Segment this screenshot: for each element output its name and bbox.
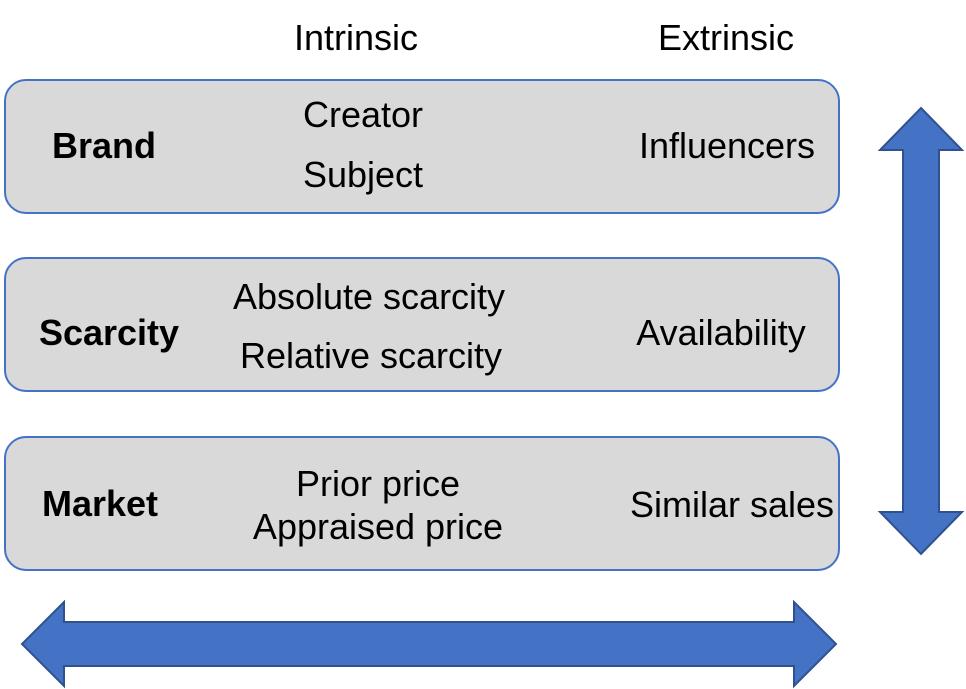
intrinsic-factor-prior-price: Prior price (295, 463, 461, 504)
intrinsic-factor-appraised-price: Appraised price (252, 506, 504, 547)
extrinsic-factor-similar-sales: Similar sales (629, 484, 835, 525)
row-label-scarcity: Scarcity (38, 312, 180, 353)
intrinsic-factor-creator: Creator (302, 94, 424, 135)
row-box-market: Market Prior price Appraised price Simil… (4, 436, 840, 571)
extrinsic-factor-influencers: Influencers (638, 125, 816, 166)
column-header-extrinsic: Extrinsic (657, 17, 795, 58)
horizontal-double-arrow-icon (20, 599, 838, 689)
intrinsic-factor-absolute-scarcity: Absolute scarcity (232, 276, 506, 317)
row-box-brand: Brand Creator Subject Influencers (4, 79, 840, 214)
row-box-scarcity: Scarcity Absolute scarcity Relative scar… (4, 257, 840, 392)
vertical-double-arrow-icon (877, 106, 965, 556)
intrinsic-factor-subject: Subject (302, 154, 424, 195)
row-label-brand: Brand (51, 125, 157, 166)
extrinsic-factor-availability: Availability (636, 312, 806, 353)
column-header-intrinsic: Intrinsic (293, 17, 419, 58)
row-label-market: Market (41, 483, 159, 524)
horizontal-arrow-shape (20, 599, 838, 689)
intrinsic-factor-relative-scarcity: Relative scarcity (239, 335, 503, 376)
vertical-arrow-shape (877, 106, 965, 556)
